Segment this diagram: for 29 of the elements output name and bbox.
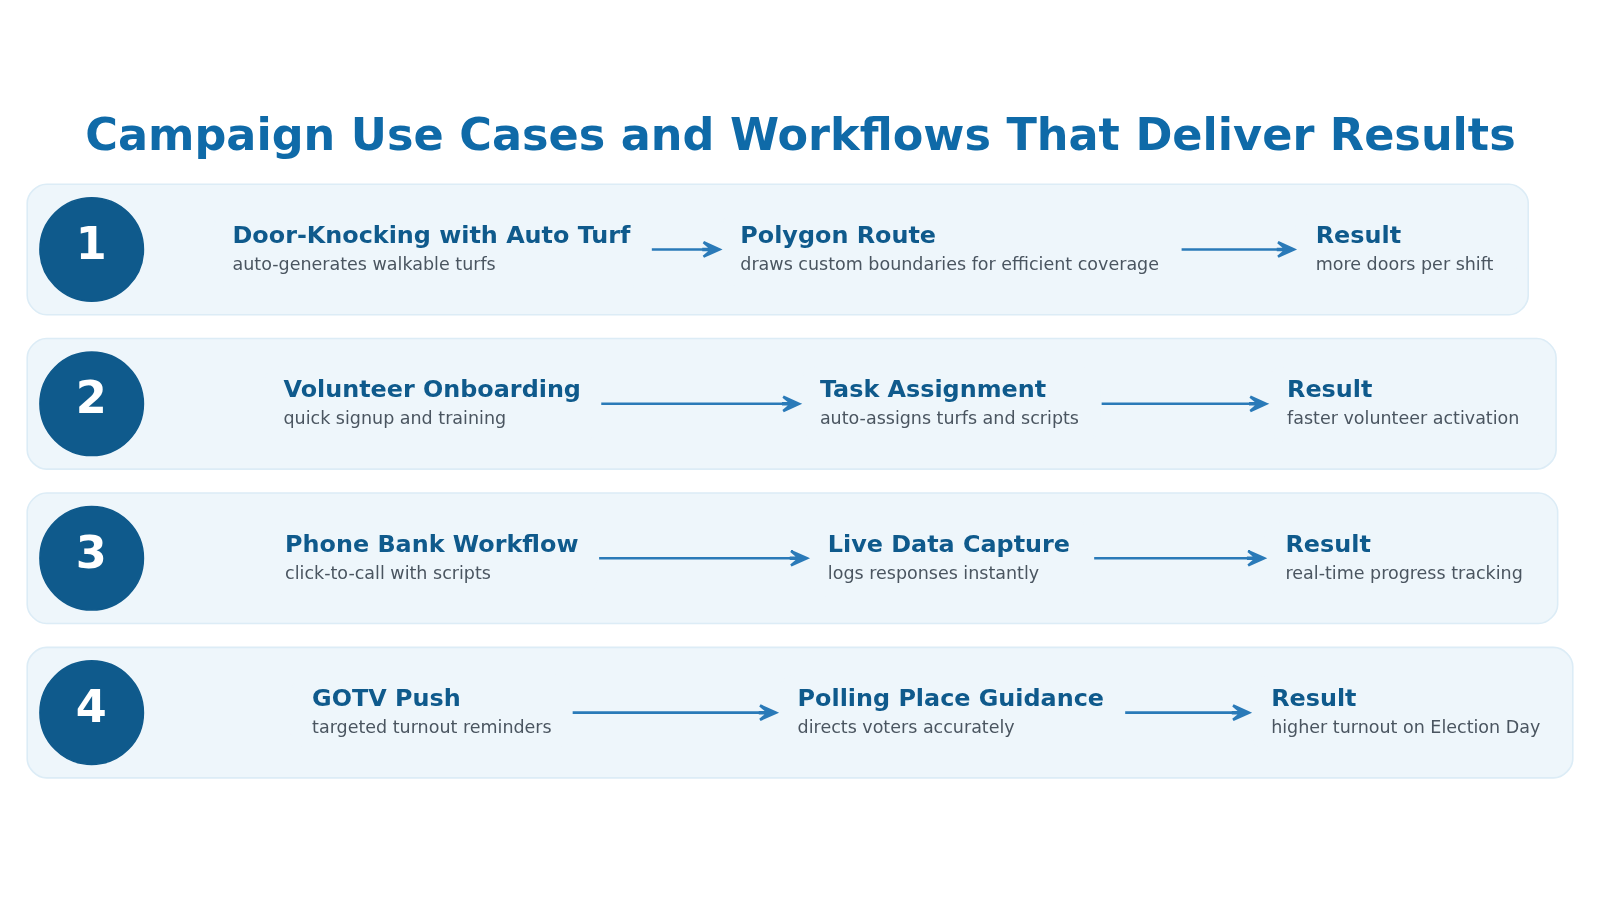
cluster [26, 337, 1557, 470]
node-circle: 2 [39, 351, 145, 457]
arrow [601, 395, 801, 413]
cluster [26, 646, 1574, 779]
node-text: Polygon Route draws custom boundaries for efficient coverage [740, 221, 1159, 274]
node-circle: 3 [39, 505, 145, 611]
arrow [1101, 395, 1268, 413]
cluster [26, 492, 1559, 625]
node-circle: 1 [39, 196, 145, 302]
arrow [1181, 241, 1296, 258]
diagram-title: Campaign Use Cases and Workflows That Deliver Results [85, 108, 1516, 161]
node-text: Result more doors per shift [1315, 221, 1494, 274]
arrow [599, 549, 809, 567]
node-text: Result higher turnout on Election Day [1271, 684, 1541, 738]
node-text: Live Data Capture logs responses instantly [827, 529, 1071, 583]
cluster [26, 183, 1529, 316]
node-text: Result real-time progress tracking [1285, 529, 1523, 583]
node-text: Result faster volunteer activation [1287, 375, 1520, 429]
node-text: Door-Knocking with Auto Turf auto-generates walkable turfs [232, 221, 631, 274]
arrow [651, 241, 721, 258]
arrow [1094, 549, 1266, 567]
node-text: Polling Place Guidance directs voters accurately [797, 684, 1105, 738]
node-circle: 4 [39, 660, 145, 766]
node-text: Task Assignment auto-assigns turfs and scripts [819, 375, 1079, 429]
arrow [572, 704, 778, 722]
node-text: GOTV Push targeted turnout reminders [312, 684, 552, 738]
node-text: Phone Bank Workflow click-to-call with scripts [285, 529, 579, 583]
node-text: Volunteer Onboarding quick signup and training [283, 375, 581, 429]
arrow [1125, 704, 1251, 722]
